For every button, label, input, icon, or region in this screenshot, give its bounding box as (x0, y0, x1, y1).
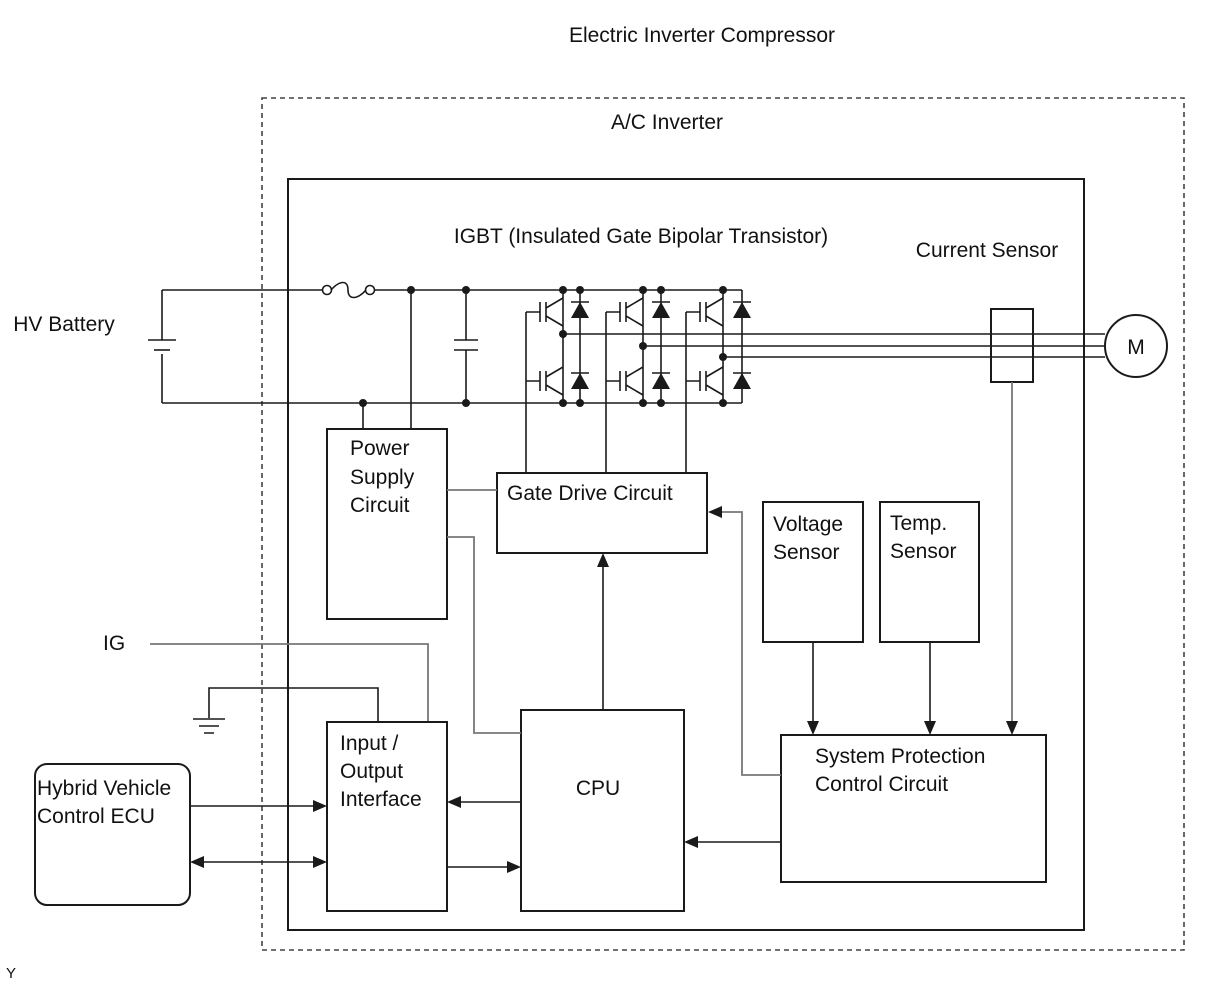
footer-code: Y (6, 965, 16, 982)
ig-wire (150, 643, 429, 722)
fuse-symbol (321, 281, 376, 299)
igbt-label: IGBT (Insulated Gate Bipolar Transistor) (454, 225, 828, 248)
temp-sensor-label: Temp. Sensor (890, 512, 957, 563)
motor-symbol (1104, 314, 1168, 378)
voltage-sensor-box (762, 501, 864, 643)
power-supply-circuit-box (326, 428, 448, 620)
cpu-box (520, 709, 685, 912)
temp-sensor-box (879, 501, 980, 643)
io-interface-label: Input / Output Interface (340, 732, 422, 811)
io-interface-box (326, 721, 448, 912)
ac-inverter-label: A/C Inverter (611, 111, 723, 134)
ground-symbol (193, 687, 379, 734)
igbt-bridge (525, 286, 751, 473)
system-protection-label: System Protection Control Circuit (815, 745, 991, 796)
ig-label: IG (103, 632, 125, 655)
current-sensor-label: Current Sensor (916, 239, 1058, 262)
voltage-sensor-label: Voltage Sensor (773, 513, 849, 564)
inverter-inner-box (287, 178, 1085, 931)
hybrid-vehicle-ecu-label: Hybrid Vehicle Control ECU (37, 777, 177, 828)
capacitor-symbol (454, 290, 478, 403)
hybrid-vehicle-ecu-box (34, 763, 191, 906)
motor-label: M (1127, 336, 1145, 359)
system-protection-box (780, 734, 1047, 883)
gate-drive-circuit-box (496, 472, 708, 554)
power-supply-circuit-label: Power Supply Circuit (350, 437, 420, 517)
cpu-label: CPU (576, 777, 620, 800)
signal-wires (190, 382, 1018, 873)
junction-dot (462, 286, 470, 294)
diagram-title: Electric Inverter Compressor (569, 24, 835, 47)
ac-inverter-boundary (261, 97, 1185, 951)
hv-battery-label: HV Battery (13, 313, 115, 336)
hv-battery-symbol (148, 290, 176, 403)
junction-dot (462, 399, 470, 407)
gate-drive-circuit-label: Gate Drive Circuit (507, 482, 673, 505)
